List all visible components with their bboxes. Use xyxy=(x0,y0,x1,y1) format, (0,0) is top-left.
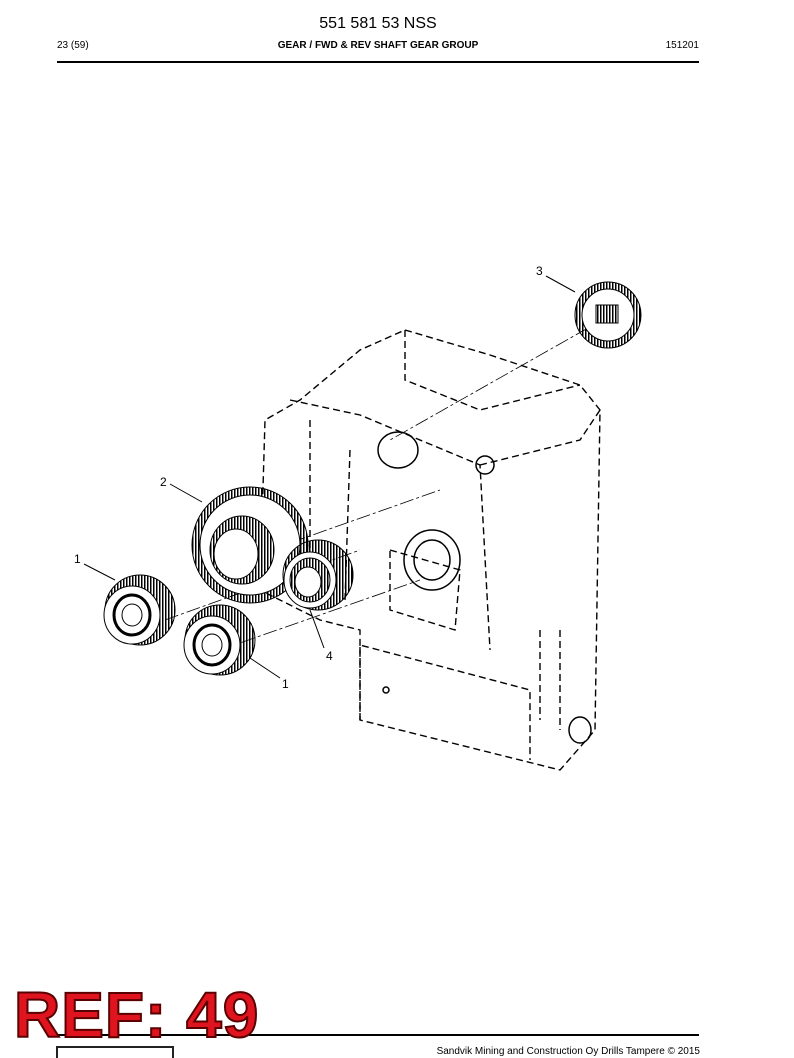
gear-part-1-lower xyxy=(183,604,256,676)
assembly-center-lines xyxy=(164,327,589,651)
document-number: 551 581 53 NSS xyxy=(319,15,437,32)
page-header: 23 (59) GEAR / FWD & REV SHAFT GEAR GROU… xyxy=(57,40,699,56)
page-count: 23 (59) xyxy=(57,40,89,51)
sandvik-logo xyxy=(56,1046,174,1058)
callout-leaders xyxy=(83,275,576,679)
gear-part-1-upper xyxy=(103,574,176,646)
callout-3: 3 xyxy=(536,264,543,278)
gear-part-2 xyxy=(191,486,309,604)
callout-1-lower: 1 xyxy=(282,677,289,691)
exploded-parts-drawing: 3 2 1 4 1 xyxy=(74,264,642,771)
gear-part-3 xyxy=(574,281,642,349)
gear-part-4 xyxy=(282,539,354,611)
callout-4: 4 xyxy=(326,649,333,663)
document-date: 151201 xyxy=(665,40,699,51)
group-title: GEAR / FWD & REV SHAFT GEAR GROUP xyxy=(277,40,479,51)
callout-2: 2 xyxy=(160,475,167,489)
footer-divider xyxy=(57,1034,699,1036)
header-divider xyxy=(57,61,699,63)
reference-stamp: REF: 49 xyxy=(13,979,260,1051)
housing-bores xyxy=(377,431,592,744)
footer-copyright: Sandvik Mining and Construction Oy Drill… xyxy=(436,1046,700,1057)
callout-1-upper: 1 xyxy=(74,552,81,566)
